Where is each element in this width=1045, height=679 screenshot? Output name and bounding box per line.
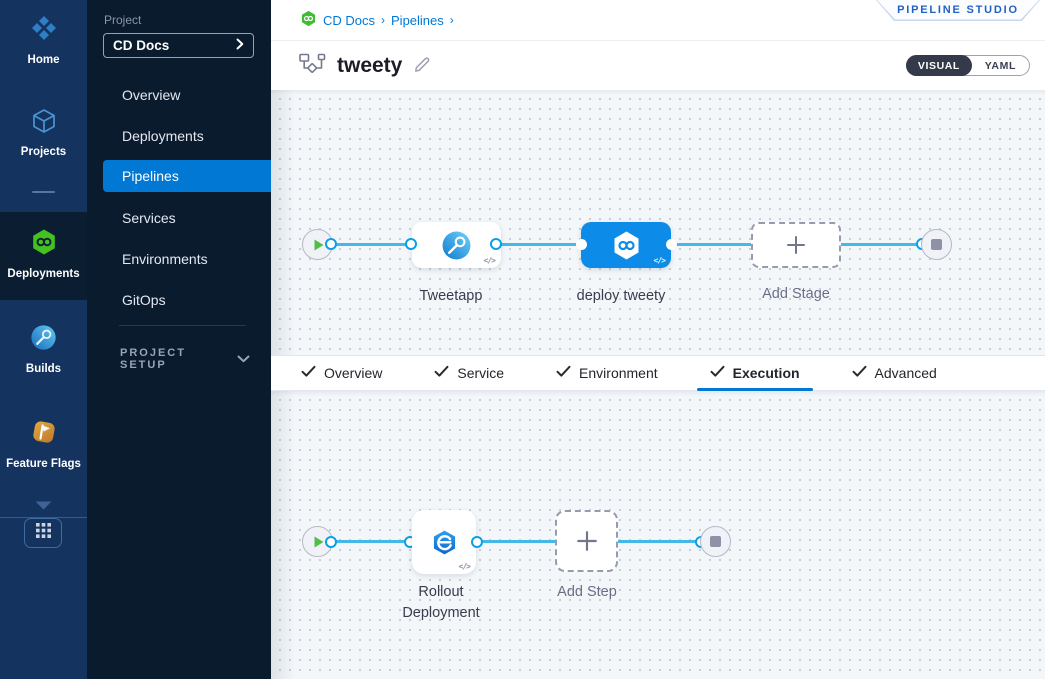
rail-item-label: Deployments <box>7 268 80 280</box>
breadcrumb-link-project[interactable]: CD Docs <box>323 12 376 28</box>
check-icon <box>852 365 867 381</box>
grid-icon <box>35 523 51 543</box>
step-node-rollout-deployment[interactable]: </> <box>412 510 476 574</box>
sidebar-divider <box>119 325 246 326</box>
execution-end-node[interactable] <box>700 526 731 557</box>
template-code-glyph: </> <box>653 256 666 265</box>
play-icon <box>313 238 325 252</box>
stop-icon <box>931 239 942 250</box>
rail-item-projects[interactable]: Projects <box>0 98 87 159</box>
sidebar-item-overview[interactable]: Overview <box>122 86 181 103</box>
pipeline-studio-badge-text: PIPELINE STUDIO <box>877 0 1039 20</box>
execution-canvas[interactable]: </> Rollout Deployment Add Step <box>271 391 1045 679</box>
project-setup-toggle[interactable]: PROJECT SETUP <box>120 347 250 371</box>
pipeline-graph-icon <box>299 53 326 79</box>
check-icon <box>434 365 449 381</box>
project-selector[interactable]: CD Docs <box>103 33 254 58</box>
cd-module-icon <box>300 10 317 30</box>
rail-item-feature-flags[interactable]: Feature Flags <box>0 408 87 471</box>
pipeline-studio-main: CD Docs › Pipelines › PIPELINE STUDIO tw… <box>271 0 1045 679</box>
add-step-button[interactable] <box>555 510 618 572</box>
rail-item-label: Projects <box>20 146 67 158</box>
pipeline-end-node[interactable] <box>921 229 952 260</box>
module-grid-button[interactable] <box>24 518 62 548</box>
edit-pencil-icon[interactable] <box>413 54 432 78</box>
step-label[interactable]: Rollout Deployment <box>402 584 480 621</box>
feature-flags-icon <box>30 418 58 451</box>
rail-item-builds[interactable]: Builds <box>0 314 87 376</box>
deploy-stage-icon <box>441 230 472 261</box>
rail-item-label: Builds <box>25 363 62 375</box>
connector-dot[interactable] <box>471 536 483 548</box>
flow-line <box>326 540 715 543</box>
plus-icon <box>575 529 599 553</box>
project-sidebar: Project CD Docs Overview Deployments Pip… <box>87 0 271 679</box>
connector-dot[interactable] <box>405 238 417 250</box>
breadcrumb-separator: › <box>449 13 454 27</box>
pipeline-name: tweety <box>337 54 403 77</box>
rail-separator <box>32 191 55 193</box>
toggle-visual[interactable]: VISUAL <box>906 55 972 76</box>
module-nav-rail: Home Projects Deployments <box>0 0 87 679</box>
rollout-deployment-icon <box>430 528 459 557</box>
rail-item-home[interactable]: Home <box>0 4 87 67</box>
stage-canvas[interactable]: </> </> Tweetapp deploy twe <box>271 90 1045 355</box>
sidebar-item-services[interactable]: Services <box>122 209 176 226</box>
rail-item-label: Home <box>27 54 60 66</box>
connector-dot[interactable] <box>666 239 677 250</box>
visual-yaml-toggle[interactable]: VISUAL YAML <box>906 55 1030 76</box>
template-code-glyph: </> <box>458 562 471 571</box>
connector-dot[interactable] <box>490 238 502 250</box>
rail-collapse-chevron-icon[interactable] <box>35 497 52 515</box>
sidebar-item-environments[interactable]: Environments <box>122 250 208 267</box>
chevron-down-icon <box>237 350 250 368</box>
tab-environment[interactable]: Environment <box>556 356 658 390</box>
stage-label[interactable]: deploy tweety <box>576 288 666 304</box>
pipeline-title-bar: tweety VISUAL YAML <box>271 41 1045 90</box>
tab-execution[interactable]: Execution <box>696 356 813 391</box>
check-icon <box>710 365 725 381</box>
breadcrumb: CD Docs › Pipelines › <box>300 10 454 30</box>
stage-config-tabs: Overview Service Environment Execution A… <box>271 355 1045 391</box>
sidebar-item-deployments[interactable]: Deployments <box>122 127 204 144</box>
sidebar-item-pipelines[interactable]: Pipelines <box>103 160 271 192</box>
template-code-glyph: </> <box>483 256 496 265</box>
breadcrumb-separator: › <box>381 13 386 27</box>
tab-overview[interactable]: Overview <box>301 356 382 390</box>
connector-dot[interactable] <box>325 238 337 250</box>
home-icon <box>30 14 58 47</box>
check-icon <box>301 365 316 381</box>
toggle-yaml[interactable]: YAML <box>984 59 1016 72</box>
builds-icon <box>30 324 57 356</box>
stage-node-deploy-tweety[interactable]: </> <box>581 222 671 268</box>
check-icon <box>556 365 571 381</box>
chevron-right-icon <box>236 37 244 55</box>
sidebar-item-gitops[interactable]: GitOps <box>122 291 166 308</box>
rail-bottom-divider <box>0 517 87 518</box>
breadcrumb-link-pipelines[interactable]: Pipelines <box>391 12 444 28</box>
sidebar-menu: Overview Deployments Pipelines Services … <box>87 74 271 320</box>
project-setup-label: PROJECT SETUP <box>120 347 186 371</box>
add-stage-label[interactable]: Add Stage <box>762 286 830 302</box>
add-step-label[interactable]: Add Step <box>557 584 617 600</box>
stage-node-tweetapp[interactable]: </> <box>412 222 501 268</box>
connector-dot[interactable] <box>576 239 587 250</box>
tab-advanced[interactable]: Advanced <box>852 356 937 390</box>
rail-item-label: Feature Flags <box>6 458 81 470</box>
rail-item-deployments[interactable]: Deployments <box>0 212 87 300</box>
projects-icon <box>31 108 57 139</box>
pipeline-studio-badge: PIPELINE STUDIO <box>876 0 1040 21</box>
breadcrumb-bar: CD Docs › Pipelines › PIPELINE STUDIO <box>271 0 1045 41</box>
cd-stage-icon <box>611 230 642 261</box>
add-stage-button[interactable] <box>751 222 841 268</box>
play-icon <box>313 535 325 549</box>
tab-service[interactable]: Service <box>434 356 504 390</box>
stop-icon <box>710 536 721 547</box>
stage-label[interactable]: Tweetapp <box>419 288 483 304</box>
deployments-icon <box>30 228 58 261</box>
project-selector-value: CD Docs <box>113 38 170 53</box>
project-label: Project <box>104 13 142 27</box>
connector-dot[interactable] <box>325 536 337 548</box>
plus-icon <box>785 234 807 256</box>
